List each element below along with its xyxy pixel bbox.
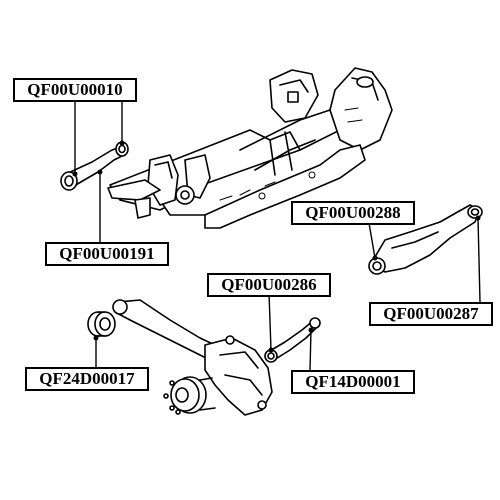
leader-lines <box>72 100 481 371</box>
label-qf00u00286: QF00U00286 <box>207 273 331 297</box>
bushing <box>87 311 116 337</box>
upper-left-control-arm <box>60 141 129 191</box>
label-qf00u00010: QF00U00010 <box>13 78 137 102</box>
rear-subframe <box>107 67 393 229</box>
trailing-arm-knuckle <box>112 299 273 416</box>
center-link-arm <box>264 317 321 363</box>
label-qf00u00191: QF00U00191 <box>45 242 169 266</box>
label-qf00u00288: QF00U00288 <box>291 201 415 225</box>
right-lower-control-arm <box>368 204 483 275</box>
label-qf14d00001: QF14D00001 <box>291 370 415 394</box>
label-qf24d00017: QF24D00017 <box>25 367 149 391</box>
label-qf00u00287: QF00U00287 <box>369 302 493 326</box>
